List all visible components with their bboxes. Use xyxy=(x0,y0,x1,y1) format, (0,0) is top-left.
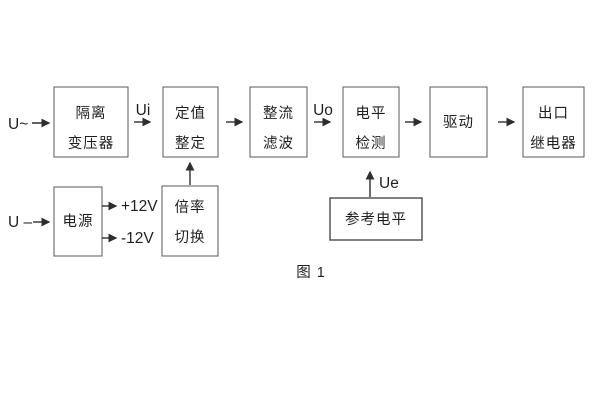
block-reference-level xyxy=(329,197,423,241)
label-input-dc: U – xyxy=(8,214,33,231)
label-isolation-transformer-line2: 变压器 xyxy=(68,135,115,152)
label-power-supply: 电源 xyxy=(63,213,94,230)
label-output-relay-line2: 继电器 xyxy=(530,135,577,152)
label-reference-level: 参考电平 xyxy=(345,211,407,228)
block-level-detect xyxy=(342,86,400,158)
label-input-ac: U~ xyxy=(8,116,28,133)
label-driver: 驱动 xyxy=(443,114,474,131)
block-rectifier-filter xyxy=(249,86,308,158)
label-setting-adjust-line2: 整定 xyxy=(175,135,206,152)
label-ue: Ue xyxy=(379,175,399,192)
label-level-detect-line1: 电平 xyxy=(356,105,387,122)
label-plus-12v: +12V xyxy=(121,198,158,215)
label-level-detect-line2: 检测 xyxy=(356,135,387,152)
label-uo: Uo xyxy=(313,102,333,119)
label-minus-12v: -12V xyxy=(121,230,154,247)
label-rectifier-filter-line1: 整流 xyxy=(263,105,294,122)
label-rectifier-filter-line2: 滤波 xyxy=(263,135,294,152)
block-driver xyxy=(429,86,488,158)
figure-caption: 图 1 xyxy=(296,265,326,281)
label-ui: Ui xyxy=(136,102,151,119)
label-output-relay-line1: 出口 xyxy=(538,105,569,122)
block-ratio-switch xyxy=(161,185,219,257)
block-power-supply xyxy=(53,186,103,257)
block-output-relay xyxy=(522,86,585,158)
label-isolation-transformer-line1: 隔离 xyxy=(76,105,107,122)
label-setting-adjust-line1: 定值 xyxy=(175,105,206,122)
block-isolation-transformer xyxy=(53,86,129,158)
block-setting-adjust xyxy=(162,86,219,158)
label-ratio-switch-line1: 倍率 xyxy=(175,199,206,216)
label-ratio-switch-line2: 切换 xyxy=(175,229,206,246)
